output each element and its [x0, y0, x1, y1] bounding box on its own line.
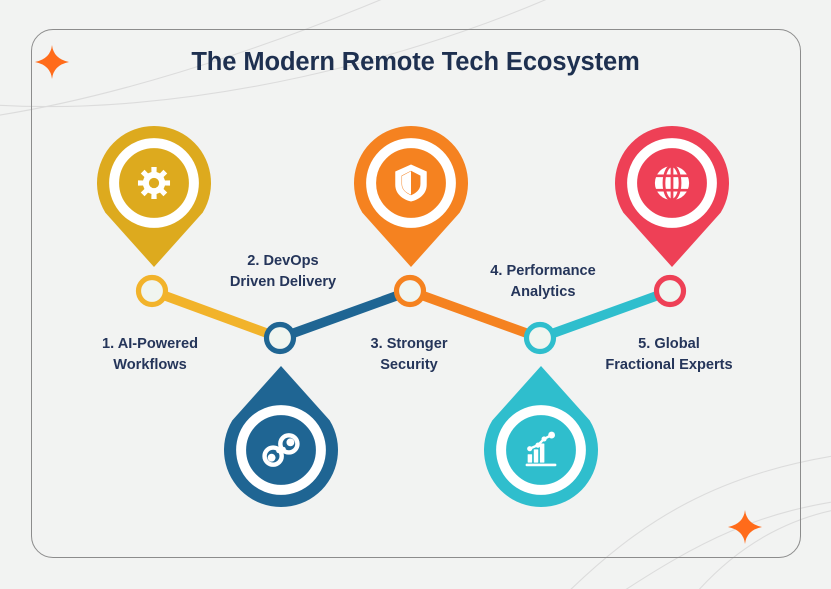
page-title: The Modern Remote Tech Ecosystem — [191, 48, 640, 76]
step-label-1: 1. AI-Powered Workflows — [102, 336, 198, 373]
step-label-3: 3. Stronger Security — [370, 336, 448, 373]
content-card — [31, 29, 801, 558]
step-label-2: 2. DevOps Driven Delivery — [229, 253, 337, 290]
step-label-5: 5. Global Fractional Experts — [605, 336, 733, 373]
step-label-4: 4. Performance Analytics — [490, 263, 596, 300]
